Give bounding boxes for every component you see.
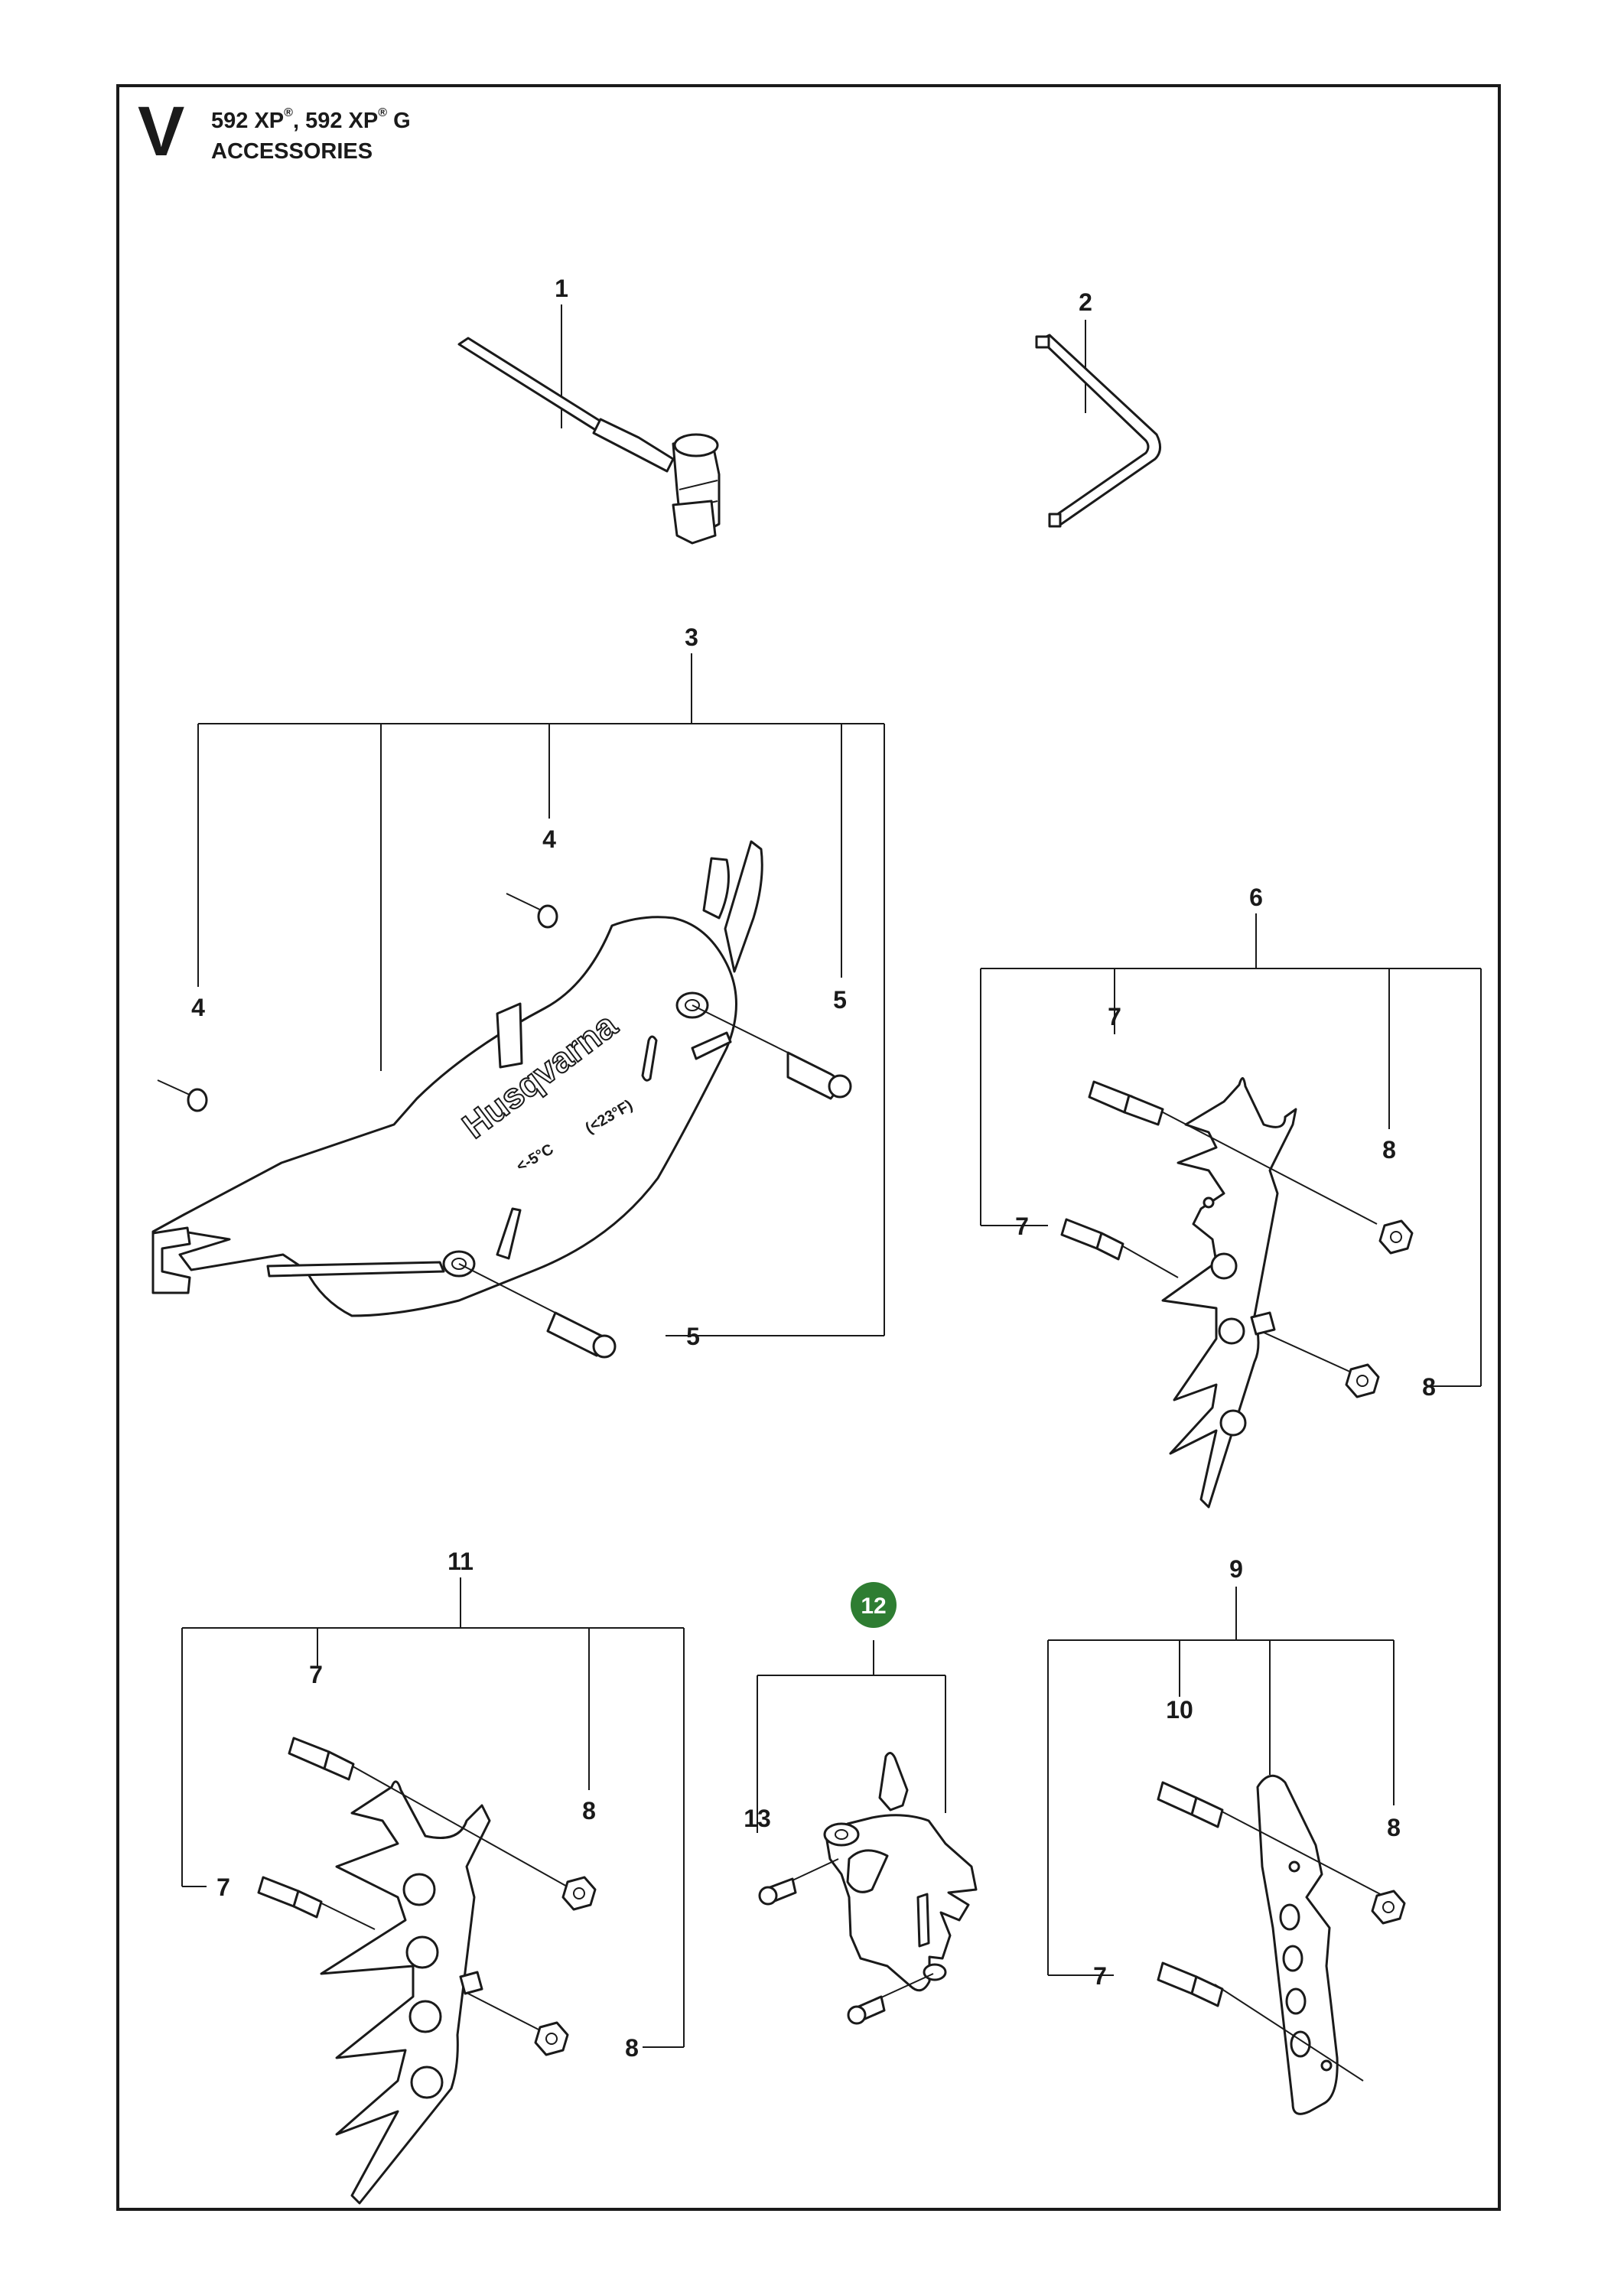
- callout-7-plate: 7: [1093, 1962, 1107, 1990]
- registered-mark: ®: [378, 106, 387, 119]
- large-bumper-spike-kit-bracket: [181, 1577, 685, 2048]
- registered-mark: ®: [284, 106, 293, 119]
- callout-7-lower: 7: [1015, 1213, 1029, 1240]
- callout-13: 13: [744, 1805, 771, 1832]
- callout-9: 9: [1229, 1555, 1243, 1583]
- callout-7-large-lower: 7: [216, 1873, 230, 1901]
- model-a: 592 XP: [211, 109, 285, 133]
- callout-4-top: 4: [542, 825, 556, 853]
- callout-12: 12: [861, 1593, 886, 1619]
- bumper-plate-kit-bracket: [1047, 1587, 1395, 1976]
- callout-7-large-upper: 7: [309, 1661, 323, 1688]
- model-b-suffix: G: [393, 109, 411, 133]
- large-bumper-spike-part[interactable]: [257, 1737, 597, 2205]
- callout-12-badge: 12: [851, 1582, 897, 1628]
- model-separator: ,: [292, 109, 306, 133]
- callout-3: 3: [685, 623, 698, 651]
- callout-10: 10: [1166, 1696, 1193, 1724]
- hex-key-part[interactable]: [1035, 320, 1161, 528]
- throttle-kit-bracket: [757, 1640, 946, 1833]
- callout-2: 2: [1079, 288, 1092, 316]
- callout-5-bottom: 5: [686, 1323, 700, 1350]
- combination-wrench-part[interactable]: [457, 304, 721, 545]
- callout-4-left: 4: [191, 994, 205, 1021]
- bumper-spike-part[interactable]: [1060, 1077, 1414, 1509]
- callout-7-upper: 7: [1108, 1003, 1121, 1030]
- page-frame: [116, 84, 1501, 2211]
- callout-8-large-lower: 8: [625, 2034, 639, 2062]
- model-b: 592 XP: [305, 109, 379, 133]
- callout-8-large-upper: 8: [582, 1797, 596, 1825]
- callout-1: 1: [555, 275, 568, 302]
- callout-8-plate: 8: [1387, 1814, 1401, 1841]
- winter-cover-kit-bracket: [197, 653, 885, 1336]
- section-title: ACCESSORIES: [211, 139, 373, 164]
- callout-6: 6: [1249, 884, 1263, 911]
- throttle-trigger-part[interactable]: [758, 1752, 978, 2025]
- callout-8-lower: 8: [1422, 1373, 1436, 1401]
- winter-cover-part[interactable]: Husqvarna <-5°C (<23°F): [151, 840, 852, 1359]
- section-letter: V: [138, 93, 185, 171]
- model-line: 592 XP®, 592 XP® G: [211, 107, 411, 133]
- badge-circle: [851, 1582, 897, 1628]
- callout-11: 11: [447, 1548, 474, 1575]
- bumper-plate-part[interactable]: [1157, 1774, 1406, 2115]
- bumper-spike-kit-bracket: [980, 913, 1482, 1387]
- callout-5-top: 5: [833, 986, 847, 1014]
- callout-8-upper: 8: [1382, 1136, 1396, 1164]
